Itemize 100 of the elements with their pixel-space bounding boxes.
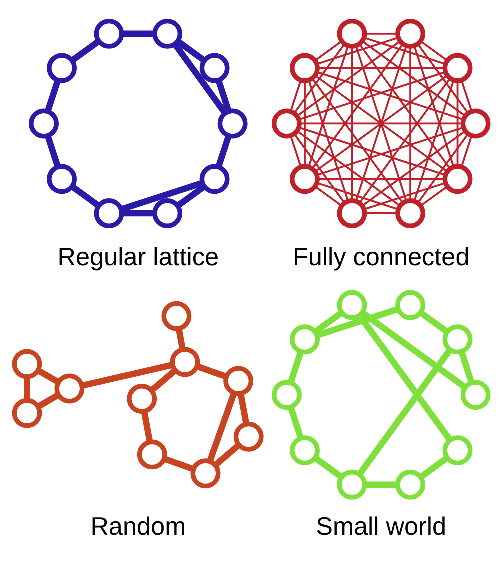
node-circle <box>234 422 264 452</box>
connector <box>141 411 154 442</box>
connector <box>304 82 306 166</box>
connector <box>216 135 232 168</box>
node-circle <box>396 290 426 320</box>
connector <box>458 350 475 384</box>
connector <box>298 71 446 121</box>
node-circle <box>337 290 368 320</box>
connector <box>290 80 302 112</box>
node-circle <box>460 108 491 139</box>
connector <box>365 482 398 488</box>
connector <box>296 130 401 207</box>
connector <box>122 210 155 217</box>
connector <box>36 368 60 386</box>
node-circle <box>127 384 158 414</box>
connector <box>364 36 446 66</box>
node-circle <box>218 108 248 139</box>
node-circle <box>460 380 491 410</box>
connector <box>214 442 241 468</box>
connector <box>176 38 206 64</box>
connector <box>122 30 155 38</box>
node-circle <box>137 440 168 470</box>
node-circle <box>337 470 368 500</box>
node-circle <box>94 198 124 228</box>
label: Regular lattice <box>58 243 220 272</box>
connector <box>316 126 464 176</box>
node-circle <box>290 53 320 84</box>
connector <box>418 133 470 204</box>
connector <box>70 184 101 208</box>
connector <box>351 46 354 201</box>
connector <box>316 37 398 66</box>
connector <box>362 130 466 207</box>
connector <box>70 38 101 64</box>
connector <box>150 368 178 393</box>
node-circle <box>200 164 230 194</box>
connector <box>420 40 448 62</box>
connector <box>316 306 399 339</box>
node-circle <box>152 198 183 228</box>
connector <box>420 186 448 207</box>
node-circle <box>170 347 200 378</box>
connector <box>318 178 445 180</box>
connector <box>216 80 232 112</box>
node-circle <box>396 470 426 500</box>
node-circle <box>442 53 473 84</box>
connector <box>314 40 342 62</box>
connector <box>359 78 451 204</box>
label: Random <box>90 513 186 542</box>
connector <box>460 80 473 112</box>
connector <box>456 82 459 166</box>
connector <box>314 456 344 480</box>
node-circle <box>442 164 473 194</box>
node-circle <box>152 18 183 49</box>
connector <box>288 350 304 384</box>
connector <box>414 80 455 202</box>
connector <box>36 392 60 410</box>
connector <box>294 134 346 204</box>
connector <box>196 364 228 380</box>
node-circle <box>224 366 254 396</box>
node-circle <box>272 380 302 410</box>
node-circle <box>12 349 42 380</box>
node-circle <box>396 198 426 228</box>
node-circle <box>442 324 473 355</box>
connector <box>357 348 453 476</box>
node-circle <box>162 301 192 332</box>
node-circle <box>290 164 320 194</box>
connector <box>419 456 450 480</box>
connector <box>316 71 464 121</box>
connector <box>81 362 174 389</box>
connector <box>172 42 228 115</box>
node-circle <box>47 164 78 194</box>
node-circle <box>29 108 59 139</box>
node-circle <box>337 198 368 228</box>
connector <box>358 44 451 170</box>
connector <box>410 46 412 201</box>
node-circle <box>47 53 78 84</box>
connector <box>176 328 186 350</box>
connector <box>418 44 470 114</box>
connector <box>120 180 204 212</box>
connector <box>316 182 398 210</box>
connector <box>312 44 404 170</box>
node-circle <box>12 398 42 428</box>
connector <box>314 310 344 335</box>
connector <box>300 122 463 125</box>
connector <box>308 80 350 202</box>
label: Fully connected <box>293 243 470 272</box>
connector <box>419 310 450 335</box>
connector <box>362 40 466 117</box>
node-circle <box>94 18 124 49</box>
node-circle <box>396 18 426 49</box>
connector <box>308 46 350 168</box>
connector <box>360 310 468 390</box>
connector <box>207 392 238 463</box>
connector <box>357 314 453 442</box>
connector <box>414 46 455 168</box>
connector <box>45 135 62 168</box>
node-circle <box>200 53 230 84</box>
connector <box>460 136 473 168</box>
connector <box>164 456 194 472</box>
connector <box>318 67 445 70</box>
node-circle <box>442 436 473 466</box>
